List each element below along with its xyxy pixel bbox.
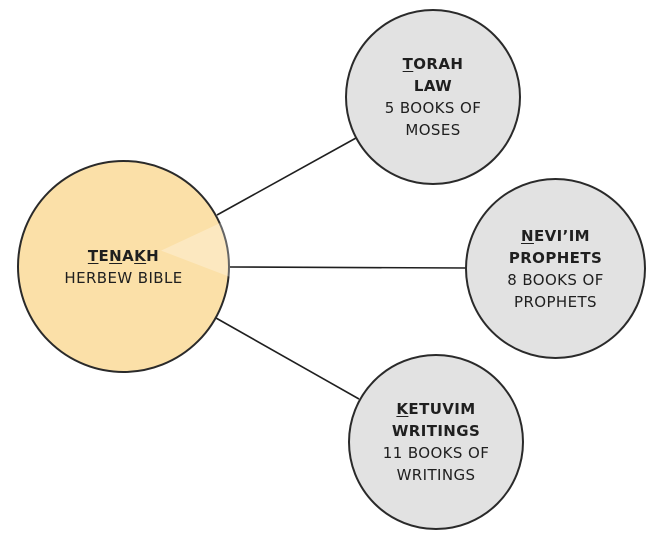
node-tenakh: TENAKH HERBEW BIBLE <box>17 160 231 373</box>
node-ketuvim: KETUVIM WRITINGS 11 BOOKS OF WRITINGS <box>348 354 524 530</box>
node-torah: TORAH LAW 5 BOOKS OF MOSES <box>345 9 521 185</box>
node-torah-title: TORAH <box>402 55 464 73</box>
connector-center-torah <box>216 137 357 216</box>
connector-center-neviim <box>229 266 468 269</box>
node-neviim: NEVI’IM PROPHETS 8 BOOKS OF PROPHETS <box>465 178 646 359</box>
node-neviim-detail-line1: 8 BOOKS OF <box>507 270 604 289</box>
node-ketuvim-title: KETUVIM <box>396 400 476 418</box>
node-ketuvim-detail-line2: WRITINGS <box>396 466 476 484</box>
node-tenakh-title: TENAKH <box>87 246 160 265</box>
node-torah-detail-line2: MOSES <box>405 121 461 139</box>
node-neviim-subtitle: PROPHETS <box>508 248 603 267</box>
node-neviim-title: NEVI’IM <box>520 226 590 245</box>
node-tenakh-subtitle: HERBEW BIBLE <box>64 268 183 287</box>
node-neviim-detail-line2: PROPHETS <box>514 292 597 311</box>
node-ketuvim-detail-line1: 11 BOOKS OF <box>382 444 490 462</box>
node-ketuvim-subtitle: WRITINGS <box>391 422 481 440</box>
connector-center-ketuvim <box>215 317 360 400</box>
node-torah-subtitle: LAW <box>413 77 453 95</box>
node-torah-detail-line1: 5 BOOKS OF <box>384 99 482 117</box>
